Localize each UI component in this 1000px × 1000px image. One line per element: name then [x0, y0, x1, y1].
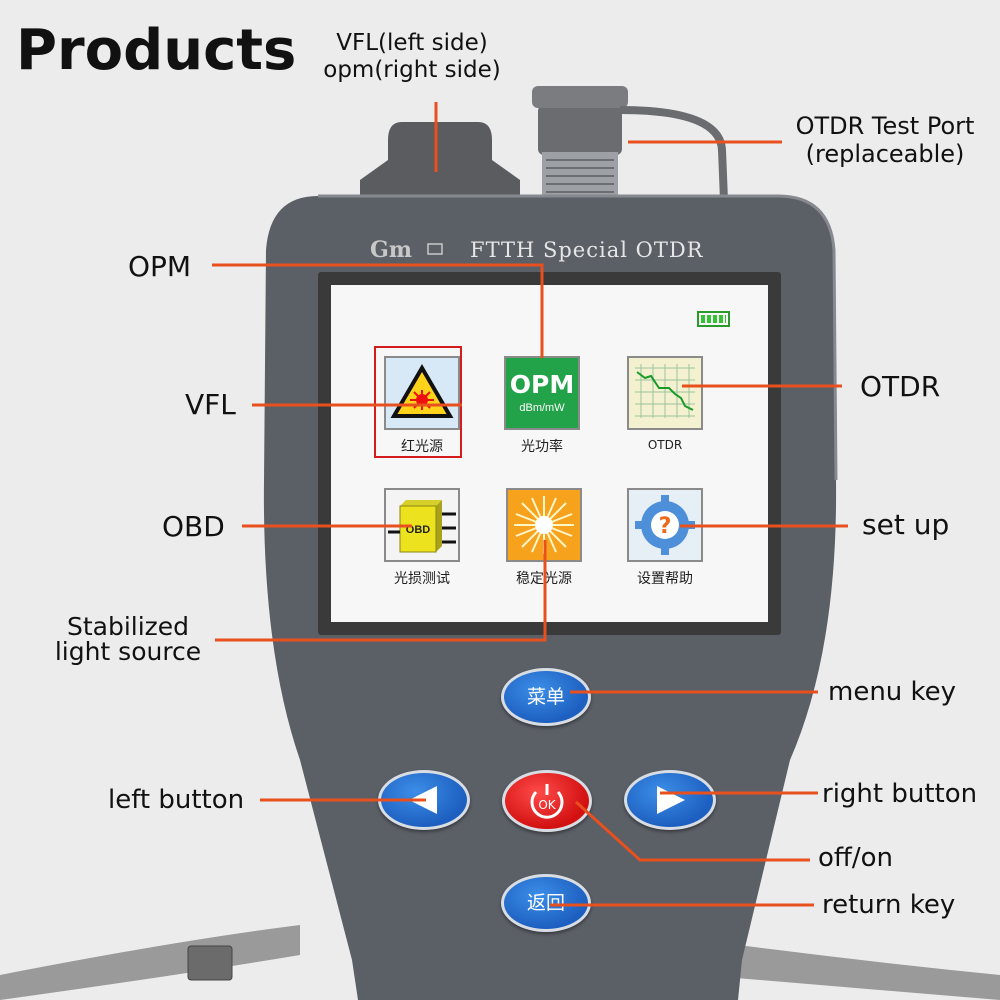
callout-line-opm [212, 263, 544, 358]
label-otdr: OTDR [860, 370, 941, 403]
label-off-on: off/on [818, 843, 893, 873]
page-title: Products [16, 18, 297, 83]
tile-caption-otdr: OTDR [647, 438, 683, 452]
label-otdr-port-line2: (replaceable) [805, 140, 965, 168]
otdr-port-cap [538, 105, 622, 155]
callout-line-off-on [574, 800, 810, 862]
tile-caption-opm: 光功率 [521, 439, 563, 455]
svg-text:Gm: Gm [370, 237, 412, 263]
vfl-connector [360, 122, 520, 200]
tile-caption-vfl: 红光源 [401, 439, 443, 455]
device-screen [318, 272, 781, 635]
svg-text:?: ? [659, 514, 672, 539]
return-key[interactable]: 返回 [501, 874, 591, 932]
label-menu-key: menu key [828, 677, 957, 707]
otdr-tile-icon [627, 356, 703, 430]
label-vfl: VFL [185, 388, 236, 421]
connector-note-line1: VFL(left side) [336, 30, 488, 56]
tile-caption-obd: 光损测试 [394, 571, 450, 587]
tile-caption-setup: 设置帮助 [637, 571, 693, 587]
battery-icon [697, 311, 730, 327]
connector-note-line2: opm(right side) [323, 57, 501, 83]
connector-note: VFL(left side) opm(right side) [312, 30, 512, 84]
ok-label: OK [538, 798, 556, 812]
opm-tile-icon: OPM dBm/mW [504, 356, 580, 430]
label-otdr-port-line1: OTDR Test Port [795, 112, 975, 140]
label-setup: set up [862, 508, 950, 541]
label-stabilized-line2: light source [54, 637, 202, 666]
label-right-button: right button [822, 779, 978, 809]
label-otdr-port: OTDR Test Port (replaceable) [780, 112, 990, 168]
label-return-key: return key [822, 890, 956, 920]
label-opm: OPM [128, 250, 192, 283]
label-left-button: left button [108, 785, 245, 815]
label-obd: OBD [162, 510, 225, 543]
device-brand-label: FTTH Special OTDR [470, 238, 704, 262]
selected-tile-highlight [374, 346, 462, 458]
opm-icon-text: OPM [509, 370, 575, 399]
callout-line-stabilized [215, 540, 547, 642]
right-button[interactable] [624, 770, 716, 830]
menu-key[interactable]: 菜单 [501, 668, 591, 726]
label-stabilized-light-source: Stabilized light source [42, 614, 214, 664]
light-source-tile-icon [506, 488, 582, 562]
label-stabilized-line1: Stabilized [66, 612, 190, 641]
power-icon [530, 784, 564, 819]
opm-icon-subtext: dBm/mW [519, 402, 565, 414]
